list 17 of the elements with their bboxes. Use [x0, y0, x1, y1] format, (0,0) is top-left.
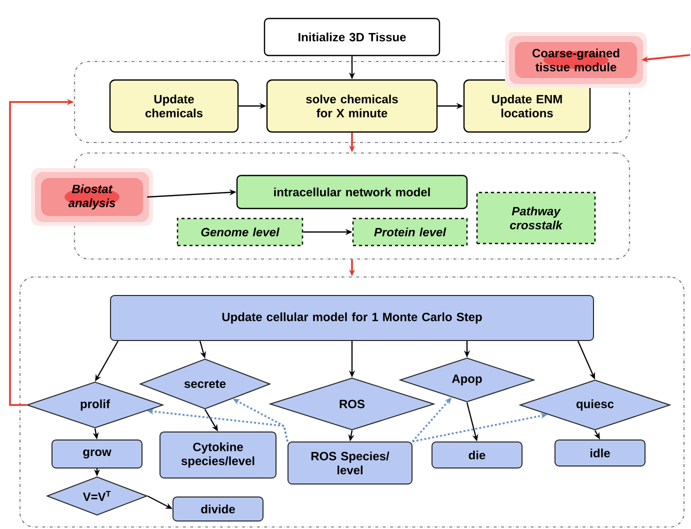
model-box: intracellular network model — [236, 174, 468, 210]
process-box: Cytokine species/level — [160, 432, 276, 478]
dashed-box: Pathway crosstalk — [476, 192, 596, 244]
glow-label: Coarse-grained tissue module — [505, 32, 647, 88]
dashed-box: Protein level — [352, 218, 468, 246]
process-box: solve chemicals for X minute — [266, 79, 438, 133]
process-box: grow — [52, 440, 142, 468]
process-box: idle — [554, 440, 646, 466]
process-box: Update chemicals — [109, 79, 239, 133]
process-box: divide — [172, 496, 264, 522]
process-box: Update cellular model for 1 Monte Carlo Step — [110, 295, 594, 341]
module-frame — [19, 276, 685, 528]
process-box: die — [432, 442, 522, 468]
glow-label: Biostat analysis — [31, 168, 153, 226]
start-box: Initialize 3D Tissue — [264, 18, 440, 56]
dashed-box: Genome level — [176, 218, 304, 246]
process-box: ROS Species/ level — [288, 442, 412, 484]
